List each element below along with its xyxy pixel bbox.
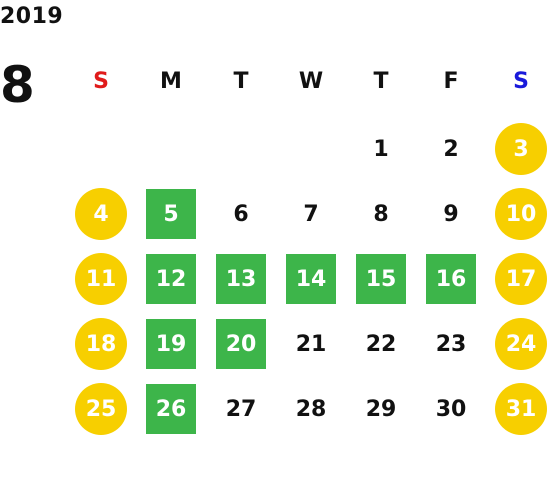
day-cell-17[interactable]: 17 <box>495 253 547 305</box>
month-number: 8 <box>0 56 35 114</box>
day-cell-6[interactable]: 6 <box>233 201 249 227</box>
day-cell-30[interactable]: 30 <box>435 396 467 422</box>
day-cell-25[interactable]: 25 <box>75 383 127 435</box>
weekday-header-5: F <box>443 68 459 94</box>
day-cell-8[interactable]: 8 <box>373 201 389 227</box>
day-cell-23[interactable]: 23 <box>435 331 467 357</box>
day-cell-3[interactable]: 3 <box>495 123 547 175</box>
day-cell-20[interactable]: 20 <box>216 319 266 369</box>
weekday-header-6: S <box>513 68 529 94</box>
day-cell-26[interactable]: 26 <box>146 384 196 434</box>
weekday-header-3: W <box>298 68 324 94</box>
day-cell-21[interactable]: 21 <box>295 331 327 357</box>
day-cell-5[interactable]: 5 <box>146 189 196 239</box>
day-cell-24[interactable]: 24 <box>495 318 547 370</box>
day-cell-7[interactable]: 7 <box>303 201 319 227</box>
day-cell-15[interactable]: 15 <box>356 254 406 304</box>
day-cell-13[interactable]: 13 <box>216 254 266 304</box>
day-cell-28[interactable]: 28 <box>295 396 327 422</box>
day-cell-16[interactable]: 16 <box>426 254 476 304</box>
day-cell-31[interactable]: 31 <box>495 383 547 435</box>
weekday-header-4: T <box>373 68 389 94</box>
day-cell-29[interactable]: 29 <box>365 396 397 422</box>
day-cell-19[interactable]: 19 <box>146 319 196 369</box>
day-cell-9[interactable]: 9 <box>443 201 459 227</box>
year-label: 2019 <box>0 4 64 29</box>
weekday-header-1: M <box>160 68 182 94</box>
day-cell-4[interactable]: 4 <box>75 188 127 240</box>
day-cell-10[interactable]: 10 <box>495 188 547 240</box>
day-cell-11[interactable]: 11 <box>75 253 127 305</box>
day-cell-2[interactable]: 2 <box>443 136 459 162</box>
day-cell-1[interactable]: 1 <box>373 136 389 162</box>
day-cell-22[interactable]: 22 <box>365 331 397 357</box>
weekday-header-0: S <box>93 68 109 94</box>
day-cell-12[interactable]: 12 <box>146 254 196 304</box>
day-cell-27[interactable]: 27 <box>225 396 257 422</box>
weekday-header-2: T <box>233 68 249 94</box>
day-cell-18[interactable]: 18 <box>75 318 127 370</box>
day-cell-14[interactable]: 14 <box>286 254 336 304</box>
